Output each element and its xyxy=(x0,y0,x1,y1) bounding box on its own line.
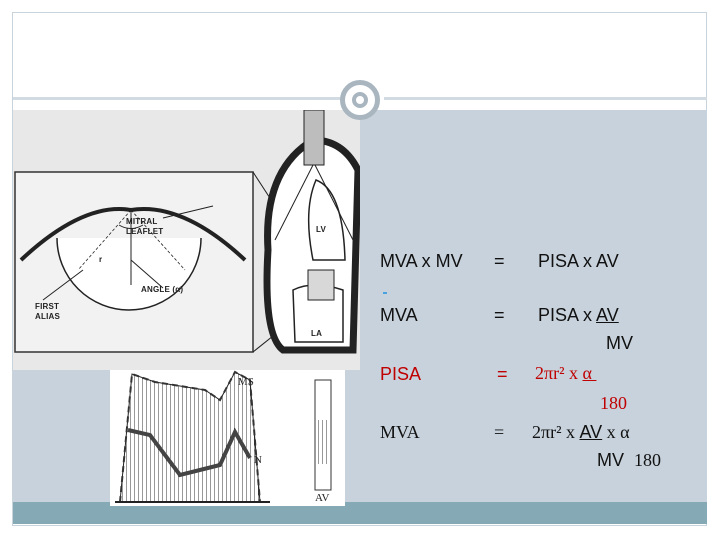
eq3-op: = xyxy=(497,364,508,384)
label-lv: LV xyxy=(316,225,327,234)
leaflet-right xyxy=(130,207,247,262)
ms-envelope xyxy=(119,370,261,503)
beam-right xyxy=(314,164,354,241)
eq4-rhs-den-mv: MV xyxy=(597,450,624,470)
probe xyxy=(303,109,325,166)
eq3-rhs-den: 180 xyxy=(600,393,627,413)
label-first-alias: FIRST ALIAS xyxy=(35,302,60,321)
eq4-op: = xyxy=(494,422,505,442)
eq2-lhs: MVA xyxy=(380,305,418,325)
eq3-lhs: PISA xyxy=(380,364,422,384)
angle-line-left xyxy=(77,209,132,271)
eq4-rhs-den: MV 180 xyxy=(597,451,661,469)
eq1-lhs: MVA x MV xyxy=(380,251,463,271)
title-circle-ornament xyxy=(340,80,380,120)
eq3-rhs-num: 2πr² x α xyxy=(535,363,597,383)
n-envelope xyxy=(127,427,252,478)
eq2-rhs-num-text: PISA x AV xyxy=(538,305,619,325)
target-box xyxy=(307,269,335,301)
eq2-rhs-den: MV xyxy=(606,333,633,353)
pisa-hemisphere xyxy=(56,237,202,311)
eq3-rhs-alpha: α xyxy=(582,363,597,383)
header-rule-left xyxy=(13,97,343,100)
pisa-diagram-svg xyxy=(14,109,362,354)
leader-alias xyxy=(42,269,84,301)
footer-bar xyxy=(13,502,707,524)
pisa-diagram: MITRAL LEAFLET ANGLE (α) r FIRST ALIAS L… xyxy=(13,109,362,370)
label-la: LA xyxy=(311,329,323,338)
label-ms: MS xyxy=(238,376,254,388)
av-scale-band xyxy=(316,420,330,464)
eq2-rhs-av: AV xyxy=(596,305,619,325)
eq2-op: = xyxy=(494,305,505,325)
label-mitral-leaflet: MITRAL LEAFLET xyxy=(126,217,164,236)
eq4-rhs-num: 2πr² x AV x α xyxy=(532,423,630,441)
content-panel xyxy=(360,110,707,502)
label-av: AV xyxy=(315,492,330,504)
bullet-dash xyxy=(383,292,387,294)
doppler-svg xyxy=(115,370,332,503)
beam-left xyxy=(274,164,314,241)
label-r: r xyxy=(99,255,103,264)
eq4-lhs: MVA xyxy=(380,422,420,442)
doppler-diagram: MS N AV xyxy=(110,370,345,506)
lv-chamber xyxy=(307,179,346,261)
eq1-op: = xyxy=(494,251,505,271)
header-rule-right xyxy=(384,97,707,100)
eq4-rhs-prefix: 2πr² x xyxy=(532,422,580,442)
angle-arc xyxy=(118,224,144,229)
eq4-rhs-den-num: 180 xyxy=(634,450,662,470)
leaflet-left xyxy=(19,207,132,262)
eq4-rhs-suffix: x α xyxy=(602,422,630,442)
eq1-rhs: PISA x AV xyxy=(538,251,619,271)
angle-line-right xyxy=(130,209,186,271)
eq2-rhs-num: PISA x AV xyxy=(538,306,619,324)
label-angle: ANGLE (α) xyxy=(141,285,184,294)
leader-mitral xyxy=(162,205,214,219)
leader-angle xyxy=(130,259,164,289)
label-n: N xyxy=(254,454,262,466)
eq4-rhs-av: AV xyxy=(579,422,603,442)
zoom-box xyxy=(14,171,254,353)
